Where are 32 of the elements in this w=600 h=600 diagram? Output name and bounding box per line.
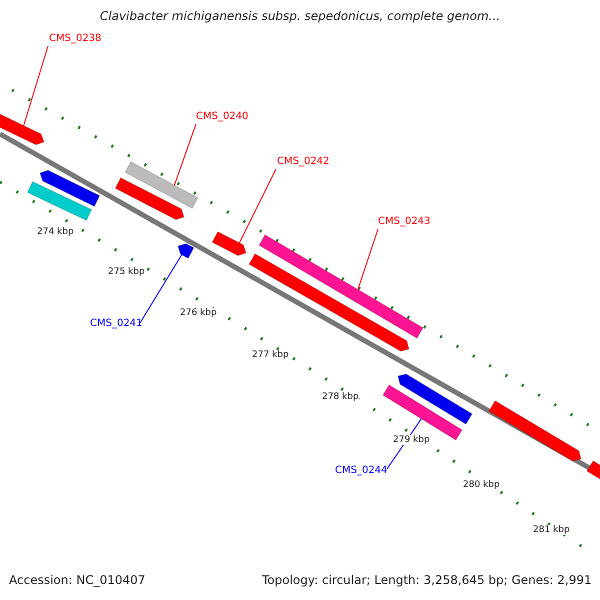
leader-line (23, 46, 48, 126)
leader-line (358, 228, 378, 290)
scale-label: 281 kbp (533, 525, 570, 536)
gene-label: CMS_0242 (277, 156, 330, 168)
gene-feature (39, 170, 100, 208)
gene-label: CMS_0238 (49, 33, 102, 44)
scale-label: 276 kbp (180, 308, 217, 318)
leader-line (140, 254, 182, 324)
scale-label: 277 kbp (252, 350, 289, 360)
scale-label: 275 kbp (108, 267, 145, 278)
gene-label: CMS_0244 (335, 465, 388, 476)
scale-label: 274 kbp (37, 227, 74, 238)
genome-info-text: Topology: circular; Length: 3,258,645 bp; Genes: 2,991 (262, 574, 592, 588)
leader-line (174, 124, 196, 186)
gene-feature (488, 400, 582, 462)
accession-text: Accession: NC_010407 (9, 574, 146, 588)
gene-feature (212, 231, 247, 256)
gene-feature (124, 161, 198, 209)
gene-label: CMS_0243 (378, 216, 430, 228)
gene-feature (397, 373, 473, 425)
scale-label: 280 kbp (463, 480, 500, 490)
title: Clavibacter michiganensis subsp. sepedonicus, complete genom... (98, 10, 502, 24)
gene-label: CMS_0241 (90, 318, 142, 330)
scale-label: 278 kbp (322, 392, 359, 402)
gene-label: CMS_0240 (196, 111, 248, 122)
scale-label: 279 kbp (393, 435, 430, 446)
gene-feature (258, 234, 424, 339)
gene-feature (248, 253, 410, 352)
gene-feature (177, 243, 194, 259)
gene-feature (26, 180, 92, 222)
leader-line (238, 168, 276, 244)
gene-feature (114, 177, 185, 220)
